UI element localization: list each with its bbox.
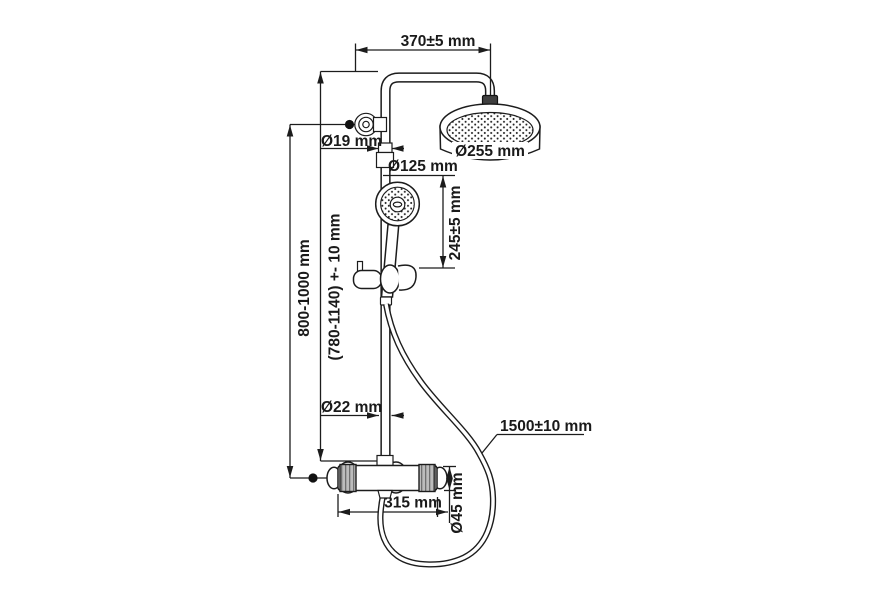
callout-wall-connection: Ø19 mm: [321, 133, 404, 152]
holder-cradle: [397, 264, 417, 291]
handle-diameter-label: Ø45 mm: [449, 472, 466, 533]
mixer-riser-nut: [376, 454, 394, 467]
wall-anchor-dot-top: [344, 119, 355, 130]
callout-riser-diameter: Ø22 mm: [321, 399, 404, 419]
wall-bracket-clamp: [372, 116, 388, 133]
shower-product: Ø255 mm: [326, 72, 541, 568]
hand-shower-diameter-label: Ø125 mm: [388, 158, 458, 175]
head-label-backplate: [452, 142, 528, 159]
riser-connector-body: [375, 151, 395, 169]
riser-diameter-label: Ø22 mm: [321, 399, 382, 416]
callout-hand-shower-diameter: Ø125 mm: [383, 158, 458, 177]
column-height-label: (780-1140) +- 10 mm: [327, 214, 344, 361]
riser-and-arm-pipe-core: [381, 73, 494, 463]
hand-shower-hose-nut: [379, 296, 393, 306]
hose-outlet-fitting: [377, 489, 393, 499]
hand-shower-logo: [392, 201, 403, 208]
dimension-mounting-height: 800-1000 mm: [286, 123, 357, 479]
callout-hose-length: 1500±10 mm: [481, 418, 592, 454]
shower-hose-core: [378, 303, 495, 567]
head-diameter-label: Ø255 mm: [455, 143, 525, 160]
dimension-hand-shower-length: 245±5 mm: [419, 175, 464, 269]
dimension-mixer-width: 315 mm: [337, 494, 448, 517]
arm-width-label: 370±5 mm: [401, 33, 476, 50]
holder-clamp: [379, 264, 401, 294]
mounting-height-label: 800-1000 mm: [296, 239, 313, 336]
holder-knob: [352, 269, 383, 290]
wall-bracket-hub: [362, 120, 370, 129]
mixer-width-label: 315 mm: [384, 495, 442, 512]
dimension-arm-width: 370±5 mm: [354, 33, 492, 95]
wall-connection-label: Ø19 mm: [321, 133, 382, 150]
dimension-handle-diameter: Ø45 mm: [443, 465, 466, 534]
dimension-column-height: (780-1140) +- 10 mm: [317, 70, 381, 462]
hand-shower-length-label: 245±5 mm: [447, 186, 464, 261]
mixer-right-handle: [418, 463, 436, 493]
leader-line: [481, 434, 498, 454]
mixer-left-handle: [339, 463, 357, 493]
hose-length-label: 1500±10 mm: [500, 418, 592, 435]
wall-anchor-dot-bottom: [308, 473, 318, 483]
